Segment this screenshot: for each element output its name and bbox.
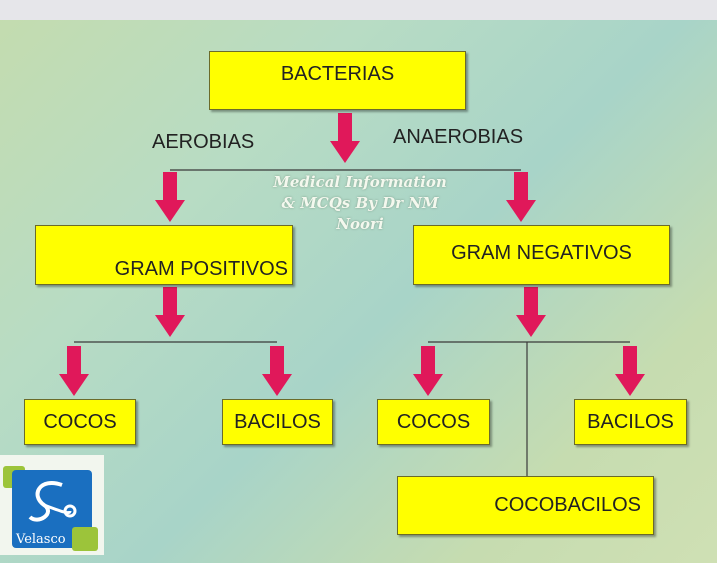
cocos-label: COCOS (396, 410, 471, 433)
bacilos-label: BACILOS (587, 410, 674, 433)
arrow-down-icon (330, 113, 360, 163)
anaerobias-label: ANAEROBIAS (393, 126, 524, 148)
arrow-down-icon (516, 287, 546, 337)
bacilos-negative-box: BACILOS (574, 399, 687, 445)
arrow-down-icon (506, 172, 536, 222)
stethoscope-icon: Velasco (3, 466, 98, 551)
arrow-down-icon (155, 172, 185, 222)
arrow-down-icon (155, 287, 185, 337)
root-box: BACTERIAS (209, 51, 466, 110)
aerobias-label: AEROBIAS (152, 131, 255, 153)
gram-negativos-label: GRAM NEGATIVOS (451, 241, 632, 264)
bacilos-positive-box: BACILOS (222, 399, 333, 445)
svg-text:Velasco: Velasco (15, 532, 66, 547)
gram-negativos-box: GRAM NEGATIVOS (413, 225, 670, 285)
cocos-label: COCOS (43, 410, 117, 433)
cocobacilos-box: COCOBACILOS (397, 476, 654, 535)
top-bar (0, 0, 717, 20)
root-label: BACTERIAS (280, 63, 395, 85)
arrow-down-icon (413, 346, 443, 396)
cocobacilos-label: COCOBACILOS (494, 494, 641, 516)
arrow-down-icon (59, 346, 89, 396)
arrow-down-icon (262, 346, 292, 396)
bacilos-label: BACILOS (234, 410, 321, 433)
gram-positivos-box: GRAM POSITIVOS (35, 225, 293, 285)
velasco-logo: Velasco (0, 455, 104, 555)
cocos-positive-box: COCOS (24, 399, 136, 445)
gram-positivos-label: GRAM POSITIVOS (114, 257, 288, 280)
cocos-negative-box: COCOS (377, 399, 490, 445)
arrow-down-icon (615, 346, 645, 396)
